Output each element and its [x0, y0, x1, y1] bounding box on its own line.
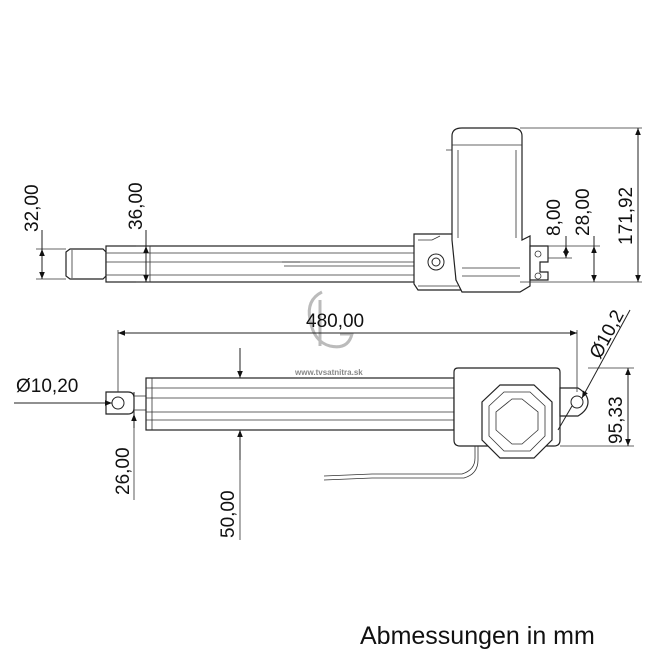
top-cable [323, 446, 476, 477]
watermark-logo-icon [307, 290, 354, 349]
side-motor [451, 127, 531, 293]
top-view: 480,00 Ø10,20 Ø10,2 26,00 50,00 95,33 [14, 307, 634, 540]
side-mount-bracket [529, 245, 549, 281]
dim-top-tube-width: 50,00 [218, 490, 239, 538]
dim-side-height-rod-end: 32,00 [22, 184, 43, 232]
dim-top-length: 480,00 [306, 311, 364, 332]
top-tube [145, 377, 455, 431]
top-motor-octagon [481, 384, 553, 459]
side-tube [105, 245, 417, 283]
dim-top-hole-left: Ø10,20 [16, 376, 78, 397]
dim-side-mount-offset: 28,00 [573, 188, 594, 236]
dim-top-hole-right: Ø10,2 [586, 307, 629, 363]
dim-top-motor-width: 95,33 [606, 396, 627, 444]
dim-side-total-height: 171,92 [616, 187, 637, 245]
units-caption: Abmessungen in mm [360, 622, 595, 650]
top-right-mount [559, 387, 589, 417]
watermark: www.tvsatnitra.sk [294, 290, 363, 377]
side-view: 32,00 36,00 8,00 28,00 171,92 [22, 127, 642, 293]
dim-side-small-offset: 8,00 [544, 199, 565, 236]
dim-top-end-width: 26,00 [113, 447, 134, 495]
top-right-hole [570, 395, 584, 409]
side-pivot-hole [427, 253, 445, 271]
dim-side-height-tube: 36,00 [126, 182, 147, 230]
watermark-text: www.tvsatnitra.sk [294, 368, 363, 377]
